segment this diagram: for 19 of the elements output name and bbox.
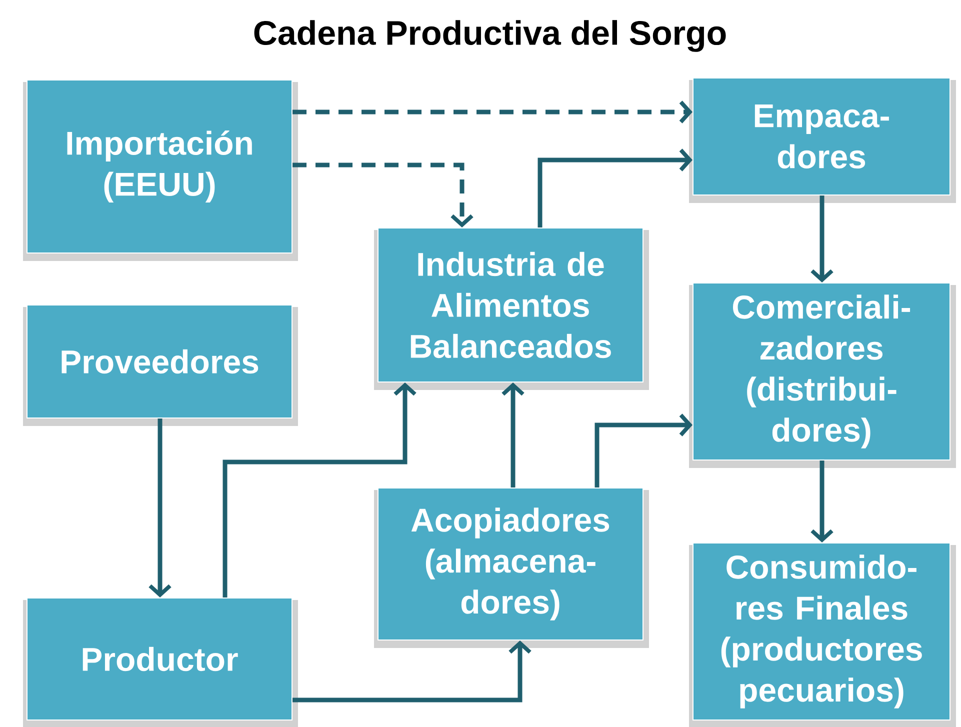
arrow (148, 418, 172, 598)
process-box: Comerciali- zadores (distribui- dores) (689, 282, 956, 468)
arrow (502, 382, 524, 488)
arrow (810, 196, 834, 282)
arrow (292, 162, 474, 228)
arrow (810, 460, 834, 542)
process-box: Acopiadores (almacena- dores) (374, 488, 649, 648)
arrow (594, 414, 692, 488)
process-box: Productor (23, 598, 298, 727)
arrow (222, 382, 416, 598)
process-box: Empaca- dores (689, 78, 956, 203)
process-box: Proveedores (23, 304, 298, 426)
process-box: Industria de Alimentos Balanceados (374, 228, 649, 390)
arrow (292, 100, 692, 124)
arrow (538, 148, 692, 228)
process-box: Importación (EEUU) (23, 80, 298, 261)
arrow (292, 640, 532, 702)
process-box: Consumido- res Finales (productores pecuarios) (689, 542, 956, 727)
title: Cadena Productiva del Sorgo (254, 20, 726, 52)
